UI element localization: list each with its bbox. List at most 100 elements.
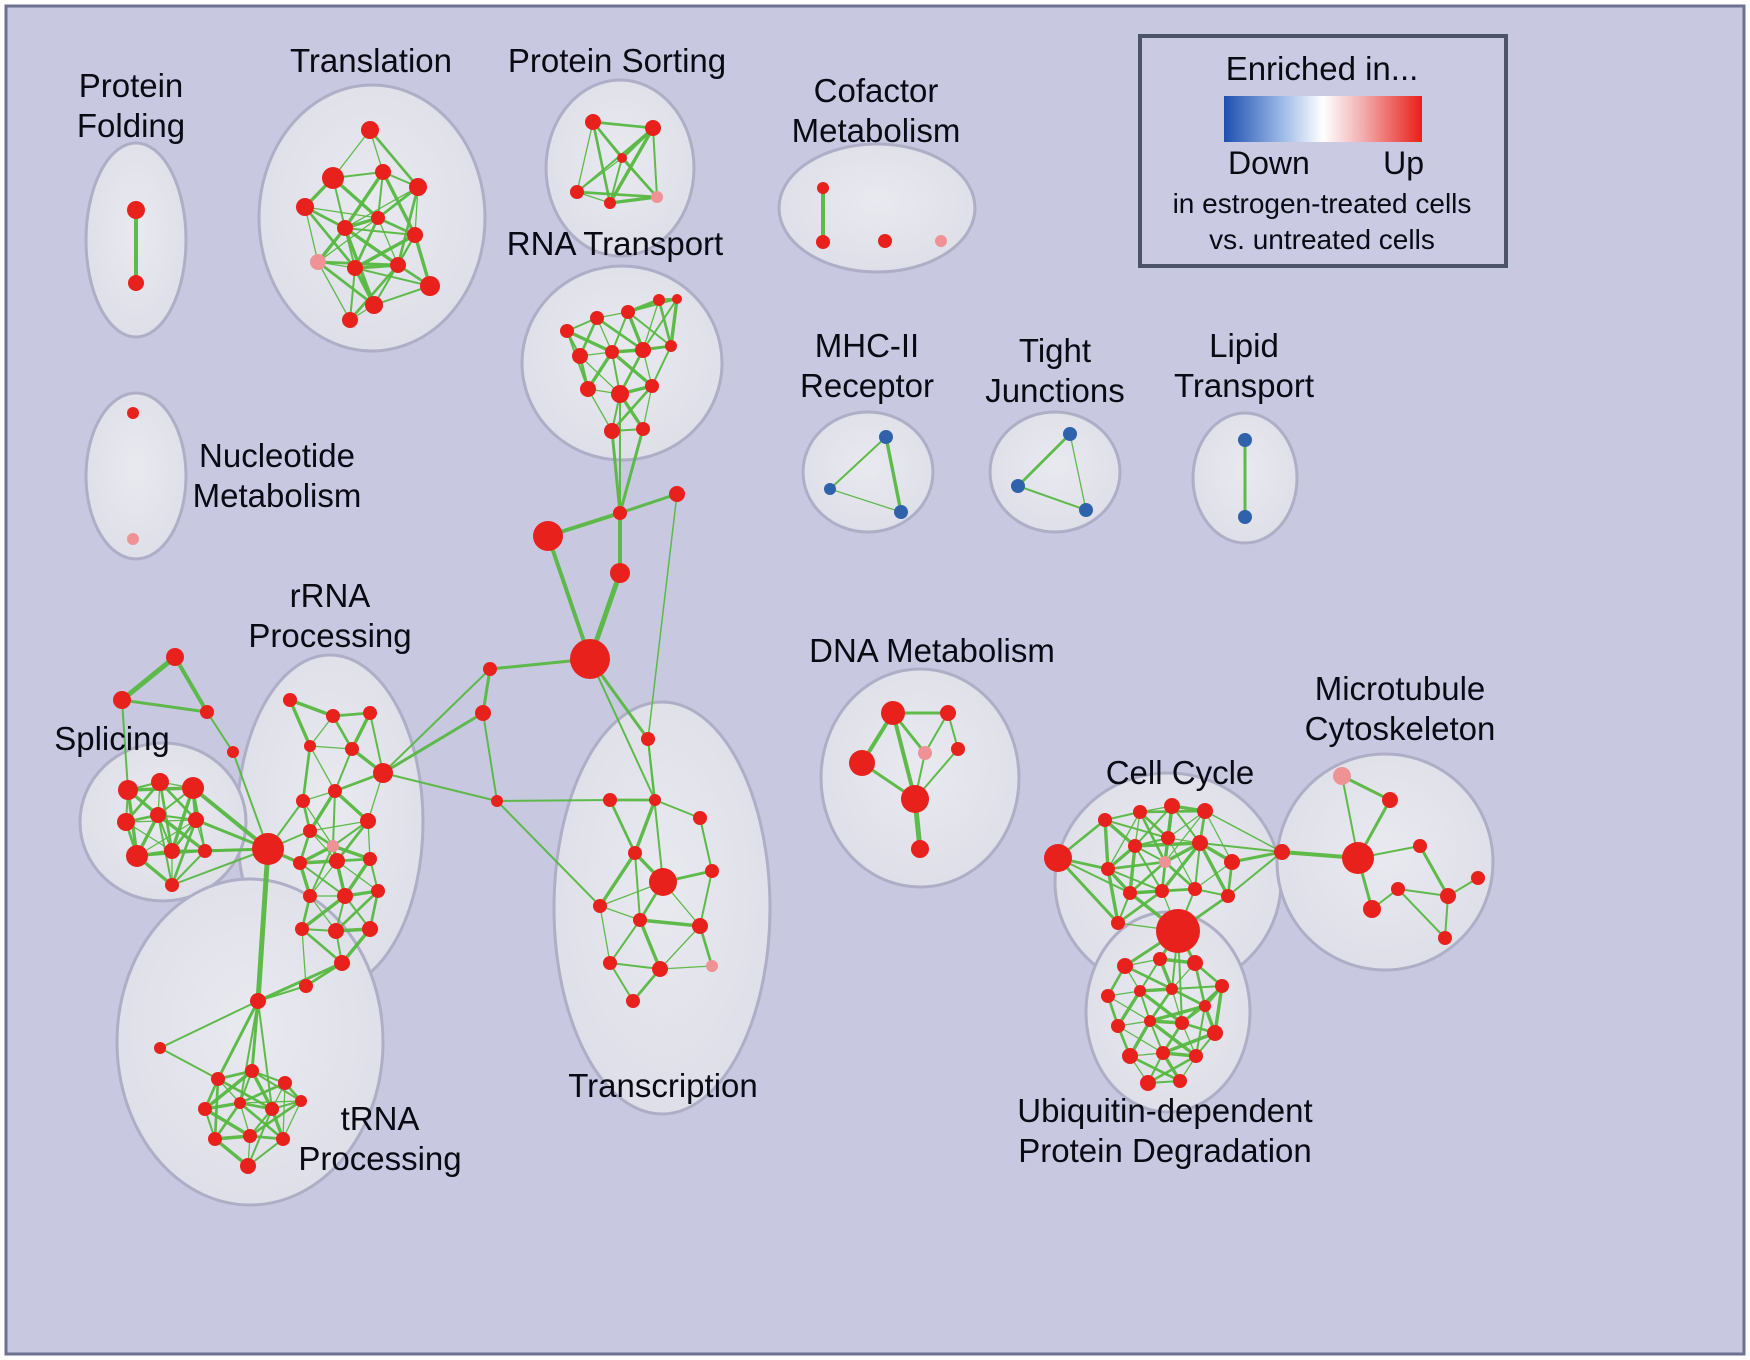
network-node[interactable] (626, 994, 640, 1008)
network-node[interactable] (1175, 1016, 1189, 1030)
network-node[interactable] (327, 840, 339, 852)
network-node[interactable] (1197, 803, 1213, 819)
network-node[interactable] (295, 1095, 307, 1107)
network-node[interactable] (621, 305, 635, 319)
network-node[interactable] (303, 889, 317, 903)
network-node[interactable] (198, 844, 212, 858)
network-node[interactable] (164, 843, 180, 859)
network-node[interactable] (585, 114, 601, 130)
network-node[interactable] (151, 773, 169, 791)
network-node[interactable] (182, 777, 204, 799)
network-node[interactable] (610, 563, 630, 583)
network-node[interactable] (911, 840, 929, 858)
network-node[interactable] (604, 423, 620, 439)
network-node[interactable] (633, 913, 647, 927)
network-node[interactable] (1123, 886, 1137, 900)
network-node[interactable] (593, 899, 607, 913)
network-node[interactable] (293, 856, 307, 870)
network-node[interactable] (371, 884, 385, 898)
network-node[interactable] (706, 960, 718, 972)
network-node[interactable] (603, 956, 617, 970)
network-node[interactable] (636, 422, 650, 436)
network-node[interactable] (951, 742, 965, 756)
network-node[interactable] (1153, 952, 1167, 966)
network-node[interactable] (347, 260, 363, 276)
network-node[interactable] (240, 1158, 256, 1174)
network-node[interactable] (1382, 792, 1398, 808)
network-node[interactable] (1101, 989, 1115, 1003)
network-node[interactable] (1134, 985, 1146, 997)
network-node[interactable] (127, 407, 139, 419)
network-node[interactable] (1199, 1000, 1211, 1012)
network-node[interactable] (188, 812, 204, 828)
network-node[interactable] (1111, 1019, 1125, 1033)
network-node[interactable] (278, 1076, 292, 1090)
network-node[interactable] (560, 324, 574, 338)
network-node[interactable] (337, 220, 353, 236)
network-node[interactable] (878, 234, 892, 248)
network-node[interactable] (901, 785, 929, 813)
network-node[interactable] (1011, 479, 1025, 493)
network-node[interactable] (250, 993, 266, 1009)
network-node[interactable] (127, 533, 139, 545)
network-node[interactable] (365, 296, 383, 314)
network-node[interactable] (652, 961, 668, 977)
network-node[interactable] (1161, 831, 1175, 845)
network-node[interactable] (533, 521, 563, 551)
network-node[interactable] (128, 275, 144, 291)
network-node[interactable] (299, 979, 313, 993)
network-node[interactable] (1221, 889, 1235, 903)
network-node[interactable] (1342, 842, 1374, 874)
network-node[interactable] (1189, 1049, 1203, 1063)
network-node[interactable] (1133, 805, 1147, 819)
network-node[interactable] (1413, 839, 1427, 853)
network-node[interactable] (200, 705, 214, 719)
network-node[interactable] (1111, 916, 1125, 930)
network-node[interactable] (371, 211, 385, 225)
network-node[interactable] (879, 430, 893, 444)
network-node[interactable] (329, 853, 345, 869)
network-node[interactable] (1192, 835, 1208, 851)
network-node[interactable] (1144, 1015, 1156, 1027)
network-node[interactable] (208, 1132, 222, 1146)
network-node[interactable] (390, 257, 406, 273)
network-node[interactable] (1274, 844, 1290, 860)
network-node[interactable] (649, 794, 661, 806)
network-node[interactable] (1128, 839, 1142, 853)
network-node[interactable] (154, 1042, 166, 1054)
network-node[interactable] (1164, 798, 1180, 814)
network-node[interactable] (572, 348, 588, 364)
network-node[interactable] (651, 191, 663, 203)
network-node[interactable] (613, 506, 627, 520)
network-node[interactable] (1098, 813, 1112, 827)
network-node[interactable] (126, 845, 148, 867)
network-node[interactable] (1173, 1074, 1187, 1088)
network-node[interactable] (590, 311, 604, 325)
network-node[interactable] (1471, 871, 1485, 885)
network-node[interactable] (1156, 1046, 1170, 1060)
network-node[interactable] (475, 705, 491, 721)
network-node[interactable] (1122, 1048, 1138, 1064)
network-node[interactable] (1140, 1075, 1156, 1091)
network-node[interactable] (150, 807, 166, 823)
network-node[interactable] (296, 794, 310, 808)
network-node[interactable] (373, 763, 393, 783)
network-node[interactable] (303, 824, 317, 838)
network-node[interactable] (198, 1102, 212, 1116)
network-node[interactable] (491, 795, 503, 807)
network-node[interactable] (605, 345, 619, 359)
network-node[interactable] (1063, 427, 1077, 441)
network-node[interactable] (1238, 433, 1252, 447)
network-node[interactable] (375, 164, 391, 180)
network-node[interactable] (234, 1097, 246, 1109)
network-node[interactable] (328, 784, 342, 798)
network-node[interactable] (483, 662, 497, 676)
network-node[interactable] (166, 648, 184, 666)
network-node[interactable] (1238, 510, 1252, 524)
network-node[interactable] (1044, 844, 1072, 872)
network-node[interactable] (645, 379, 659, 393)
network-node[interactable] (227, 746, 239, 758)
network-node[interactable] (611, 385, 629, 403)
network-node[interactable] (603, 793, 617, 807)
network-node[interactable] (407, 227, 423, 243)
